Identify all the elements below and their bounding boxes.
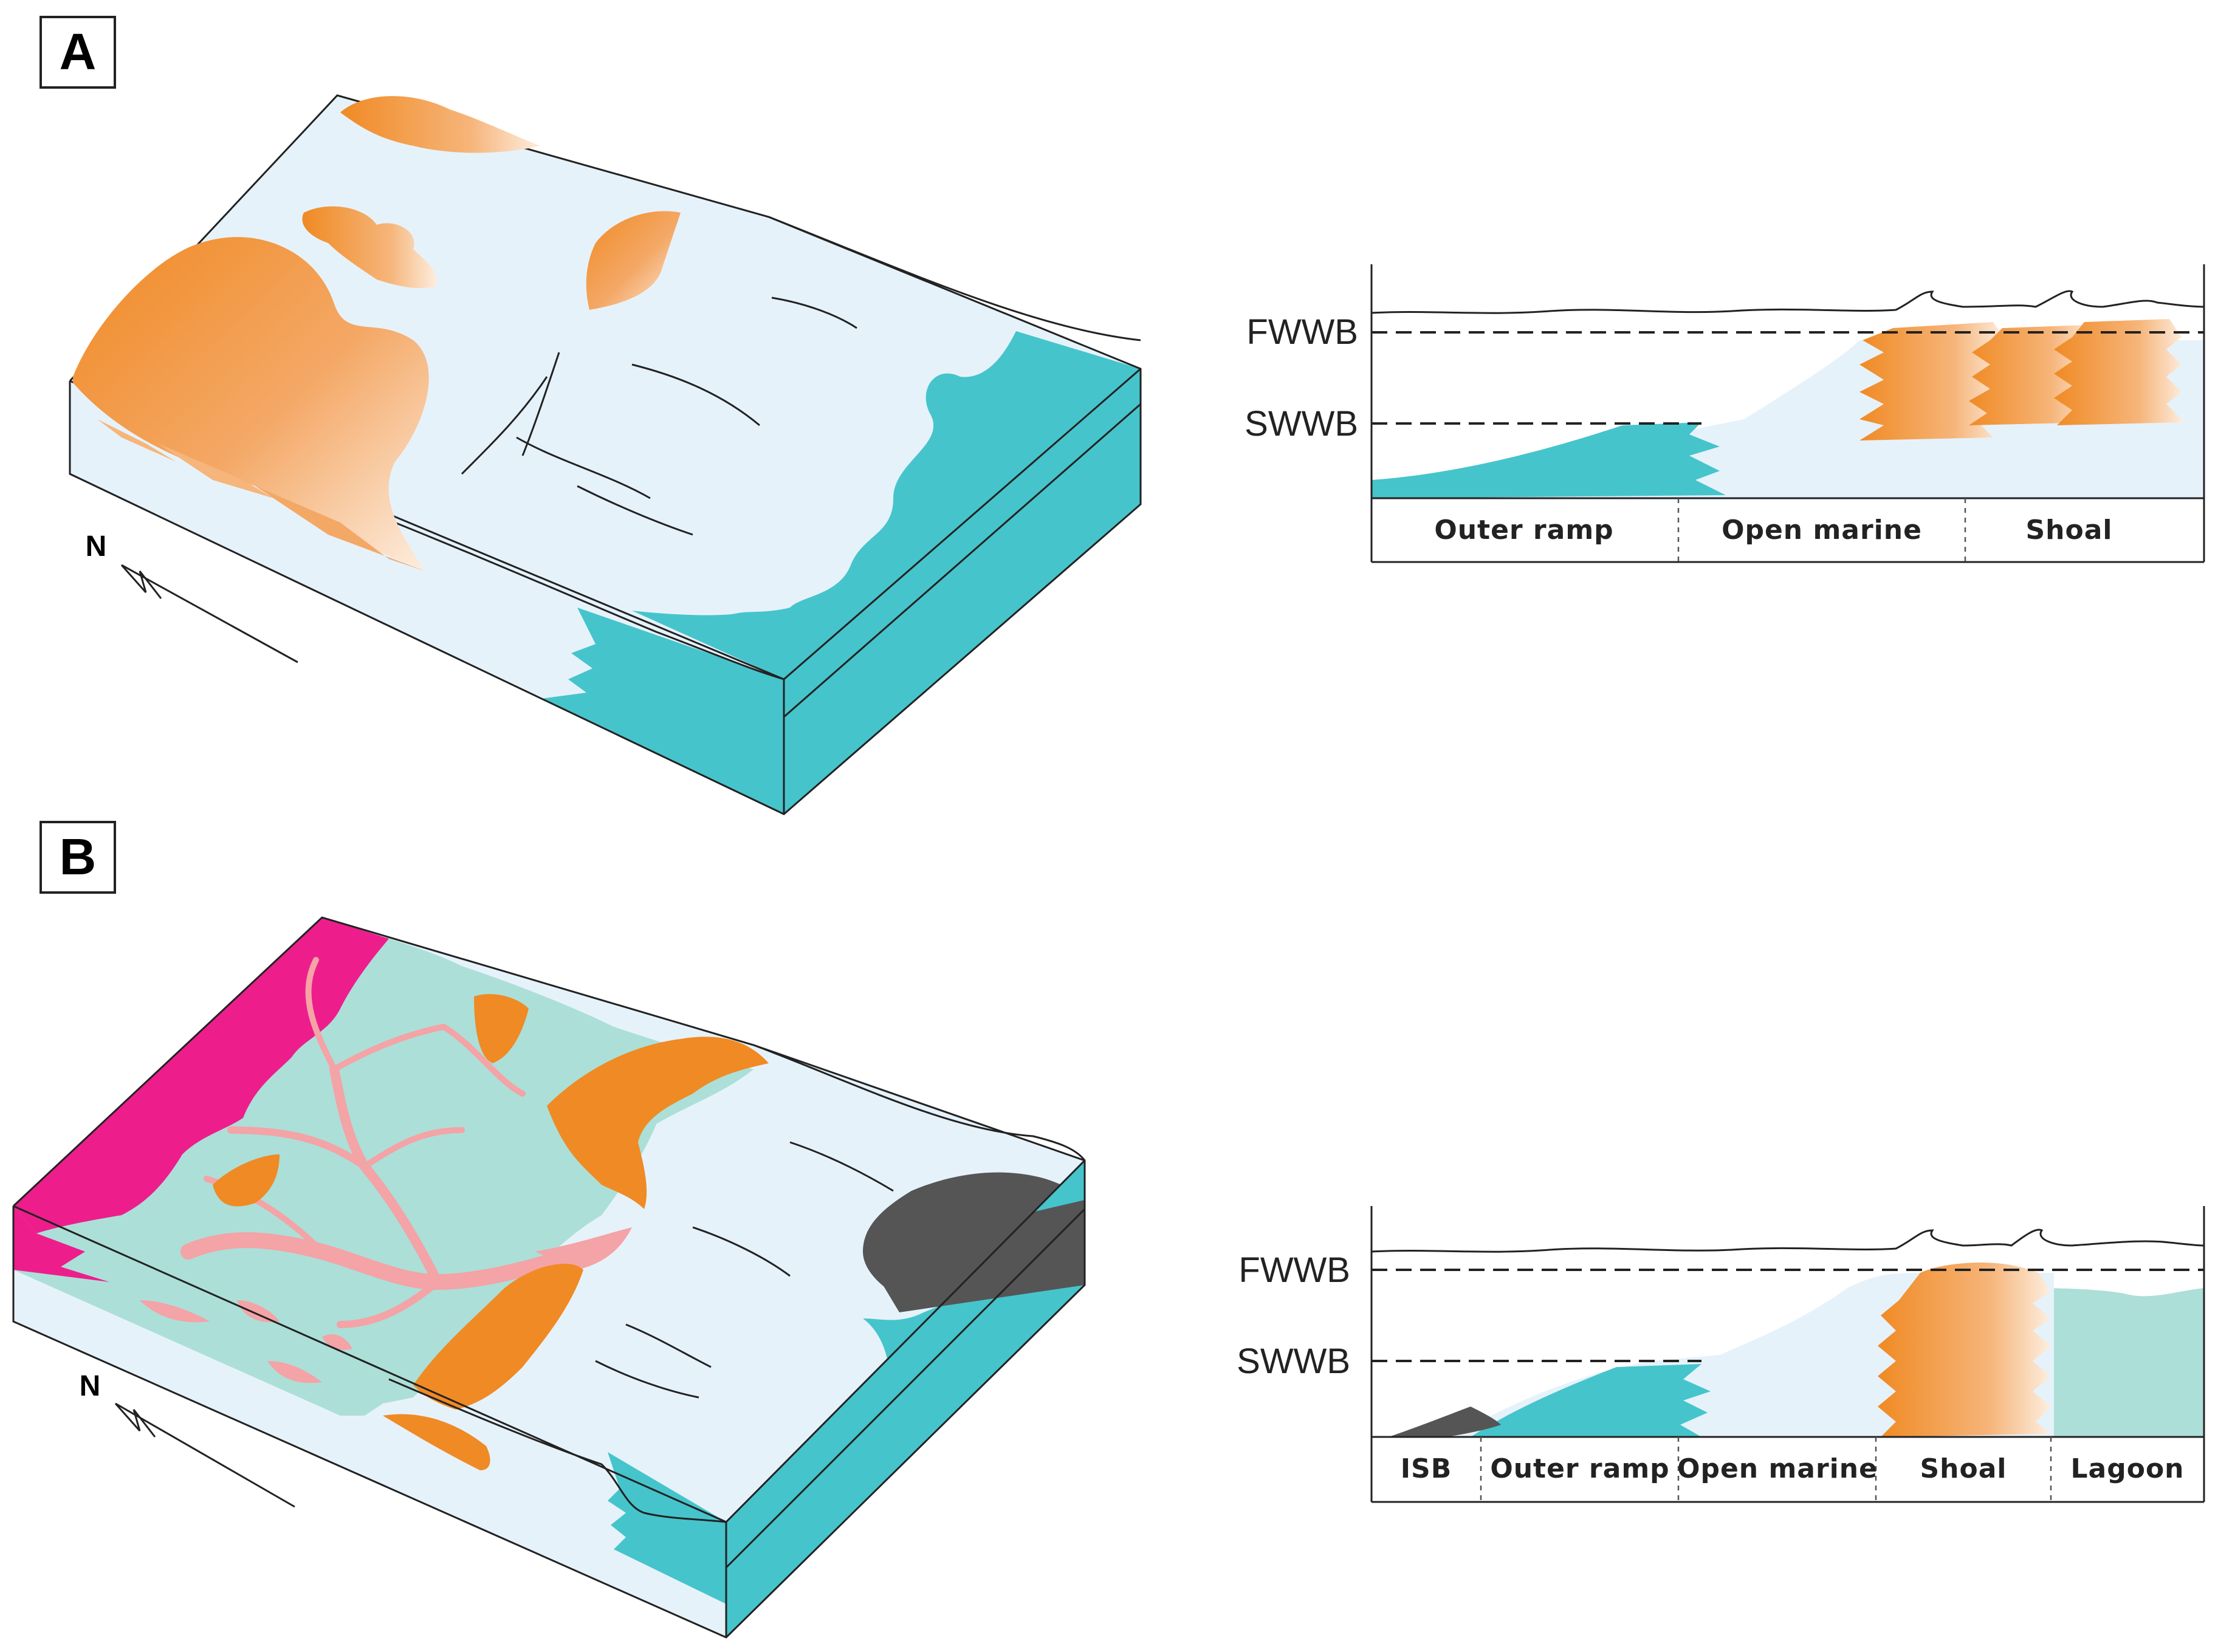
delta-channel-main — [180, 1232, 603, 1290]
zone-label-a-open-marine: Open marine — [1722, 515, 1922, 546]
contour-a2 — [461, 376, 548, 475]
outer-ramp-body-a — [1372, 422, 1726, 498]
shoal-patch-b2 — [213, 1154, 280, 1207]
block-diagram-a: N — [69, 94, 1142, 815]
zone-label-b-lagoon: Lagoon — [2070, 1453, 2184, 1484]
shoal-isolated-a — [586, 211, 681, 310]
delta-channel-7 — [337, 1278, 441, 1328]
panel-b-label: B — [60, 828, 97, 885]
shoal-patch-a — [302, 206, 438, 289]
outer-ramp-front-a — [541, 608, 784, 814]
north-arrow-tick-b — [114, 1403, 156, 1438]
block-outline-b — [12, 916, 1086, 1639]
isb-right-b — [863, 1200, 1085, 1312]
shoal-back-a — [340, 96, 541, 153]
shoal-wedge-a1 — [97, 419, 176, 462]
slope-break-b — [388, 1378, 727, 1523]
shoal-body-a3 — [2054, 319, 2185, 425]
zone-label-a-shoal: Shoal — [2025, 515, 2112, 546]
isb-body-b — [1389, 1407, 1501, 1437]
slope-break-a — [364, 509, 785, 680]
delta-channel-4 — [305, 957, 337, 1072]
north-arrow-shaft-b — [115, 1402, 295, 1508]
shoal-lens-b — [383, 1414, 490, 1470]
panel-a-label-box — [39, 16, 116, 89]
layer-line-b — [725, 1208, 1086, 1569]
contour-a6 — [577, 485, 693, 536]
delta-channel-9 — [441, 1024, 526, 1097]
profile-diagram-a: FWWB SWWB Outer ramp Open marine Shoal — [1245, 264, 2205, 563]
sea-surface-a — [1371, 290, 2205, 314]
block-diagram-b: N — [12, 916, 1086, 1639]
contour-b2 — [692, 1226, 791, 1277]
contour-a1 — [521, 352, 560, 456]
back-slope-a — [768, 216, 1141, 341]
shoal-body-a1 — [1859, 322, 2005, 440]
shoal-bar-b2 — [413, 1264, 583, 1410]
north-arrow-a: N — [86, 530, 298, 663]
outer-ramp-front-b — [608, 1452, 726, 1604]
contour-a3 — [516, 436, 651, 499]
shoal-wedge-a2 — [158, 444, 273, 498]
north-arrow-shaft-a — [121, 564, 298, 663]
channel-lens-b2 — [237, 1300, 280, 1323]
north-label-a: N — [86, 530, 107, 563]
north-arrow-b: N — [80, 1370, 295, 1508]
delta-fan-b — [535, 1227, 632, 1270]
right-face-a — [784, 369, 1141, 814]
zone-label-b-shoal: Shoal — [1920, 1453, 2007, 1484]
land-front-b — [13, 1206, 109, 1282]
profile-diagram-b: FWWB SWWB ISB Outer ramp Open marine Sho… — [1237, 1206, 2205, 1503]
zone-label-b-isb: ISB — [1401, 1453, 1452, 1484]
channel-lens-b1 — [140, 1300, 210, 1323]
north-label-b: N — [80, 1370, 101, 1402]
lagoon-front-b — [13, 1206, 413, 1416]
panel-b: B — [12, 821, 2205, 1639]
contour-b4 — [595, 1360, 699, 1399]
delta-channel-3 — [227, 1126, 368, 1170]
contour-a4 — [631, 363, 760, 427]
zone-label-a-outer-ramp: Outer ramp — [1434, 515, 1613, 546]
zone-label-b-outer-ramp: Outer ramp — [1490, 1453, 1669, 1484]
shoal-bar-b1 — [547, 1037, 769, 1209]
delta-channel-5 — [331, 1024, 447, 1072]
panel-a: A — [39, 16, 2205, 815]
sea-surface-b — [1371, 1229, 2205, 1253]
contour-b3 — [625, 1323, 712, 1368]
outer-ramp-body-b — [1471, 1364, 1711, 1437]
land-surface-b — [13, 917, 389, 1233]
lagoon-body-b — [2042, 1288, 2204, 1437]
delta-channel-8 — [362, 1127, 465, 1170]
shoal-wedge-a3 — [255, 486, 425, 571]
shoal-patch-b1 — [474, 994, 529, 1063]
zone-label-b-open-marine: Open marine — [1677, 1453, 1878, 1484]
panel-a-label: A — [60, 23, 97, 80]
outer-ramp-surface-a — [632, 331, 1141, 679]
contour-a5 — [771, 296, 857, 329]
channel-lens-b3 — [267, 1361, 322, 1383]
shoal-body-b — [1878, 1263, 2051, 1437]
swwb-label-a: SWWB — [1245, 404, 1358, 444]
shoal-cluster-a — [73, 237, 429, 571]
swwb-label-b: SWWB — [1237, 1342, 1350, 1381]
north-arrow-tick-a — [120, 564, 162, 599]
contour-b1 — [789, 1141, 894, 1192]
panel-b-label-box — [39, 821, 116, 894]
back-slope-b — [753, 1044, 1086, 1161]
fwwb-label-a: FWWB — [1246, 312, 1358, 352]
layer-line-a — [783, 403, 1141, 718]
channel-lens-b4 — [322, 1334, 352, 1350]
fwwb-label-b: FWWB — [1238, 1250, 1350, 1290]
